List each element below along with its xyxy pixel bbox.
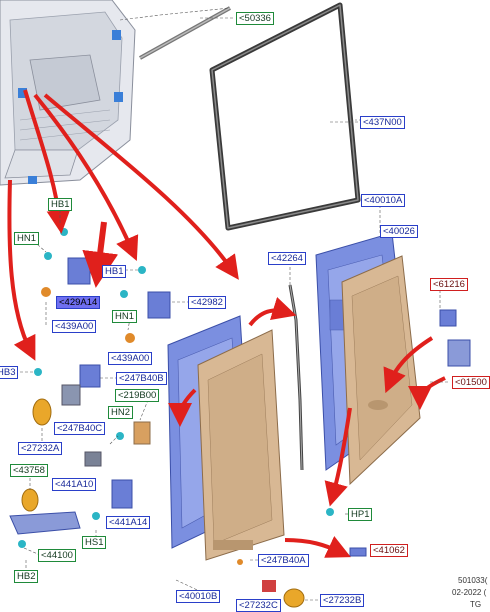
part-label-27232b[interactable]: <27232B xyxy=(320,594,365,607)
footer-tag: TG xyxy=(470,600,482,609)
part-label-hn2[interactable]: HN2 xyxy=(108,406,134,419)
part-label-hp1[interactable]: HP1 xyxy=(348,508,373,521)
part-label-hb1-middle[interactable]: HB1 xyxy=(102,265,127,278)
part-label-27232a[interactable]: <27232A xyxy=(18,442,63,455)
part-label-219b00[interactable]: <219B00 xyxy=(115,389,160,402)
part-label-50336[interactable]: <50336 xyxy=(236,12,274,25)
van-body-illustration xyxy=(0,0,136,186)
red-arrows xyxy=(7,89,446,558)
left-door-assembly xyxy=(167,315,285,561)
part-label-hn1-upper[interactable]: HN1 xyxy=(14,232,40,245)
part-label-441a14[interactable]: <441A14 xyxy=(106,516,151,529)
door-seal-part xyxy=(209,2,362,231)
part-label-247b40a[interactable]: <247B40A xyxy=(258,554,309,567)
footer-code: 501033( xyxy=(458,576,488,585)
part-label-27232c[interactable]: <27232C xyxy=(236,599,281,612)
part-label-247b40c[interactable]: <247B40C xyxy=(54,422,106,435)
check-strap-part xyxy=(288,284,304,471)
part-label-247b40b[interactable]: <247B40B xyxy=(116,372,167,385)
part-label-hb2[interactable]: HB2 xyxy=(14,570,39,583)
part-label-41062[interactable]: <41062 xyxy=(370,544,408,557)
part-label-441a10[interactable]: <441A10 xyxy=(52,478,97,491)
part-label-43758[interactable]: <43758 xyxy=(10,464,48,477)
part-label-40010b[interactable]: <40010B xyxy=(176,590,221,603)
part-label-40010a[interactable]: <40010A xyxy=(361,194,406,207)
part-label-hb3[interactable]: HB3 xyxy=(0,366,19,379)
leader-lines xyxy=(20,17,450,605)
part-label-437n00[interactable]: <437N00 xyxy=(360,116,405,129)
part-label-61216[interactable]: <61216 xyxy=(430,278,468,291)
part-label-42264[interactable]: <42264 xyxy=(268,252,306,265)
part-label-42982[interactable]: <42982 xyxy=(188,296,226,309)
part-label-429a14[interactable]: <429A14 xyxy=(56,296,101,309)
part-label-hs1[interactable]: HS1 xyxy=(82,536,107,549)
part-label-439a00-left[interactable]: <439A00 xyxy=(52,320,97,333)
part-label-hn1-middle[interactable]: HN1 xyxy=(112,310,138,323)
part-label-439a00-right[interactable]: <439A00 xyxy=(108,352,153,365)
right-door-assembly xyxy=(315,232,421,486)
part-label-hb1-upper[interactable]: HB1 xyxy=(48,198,73,211)
part-label-01500[interactable]: <01500 xyxy=(452,376,490,389)
part-label-40026[interactable]: <40026 xyxy=(380,225,418,238)
small-parts xyxy=(9,228,471,608)
footer-date: 02-2022 ( xyxy=(452,588,487,597)
part-label-44100[interactable]: <44100 xyxy=(38,549,76,562)
top-weatherstrip-part xyxy=(119,6,231,60)
